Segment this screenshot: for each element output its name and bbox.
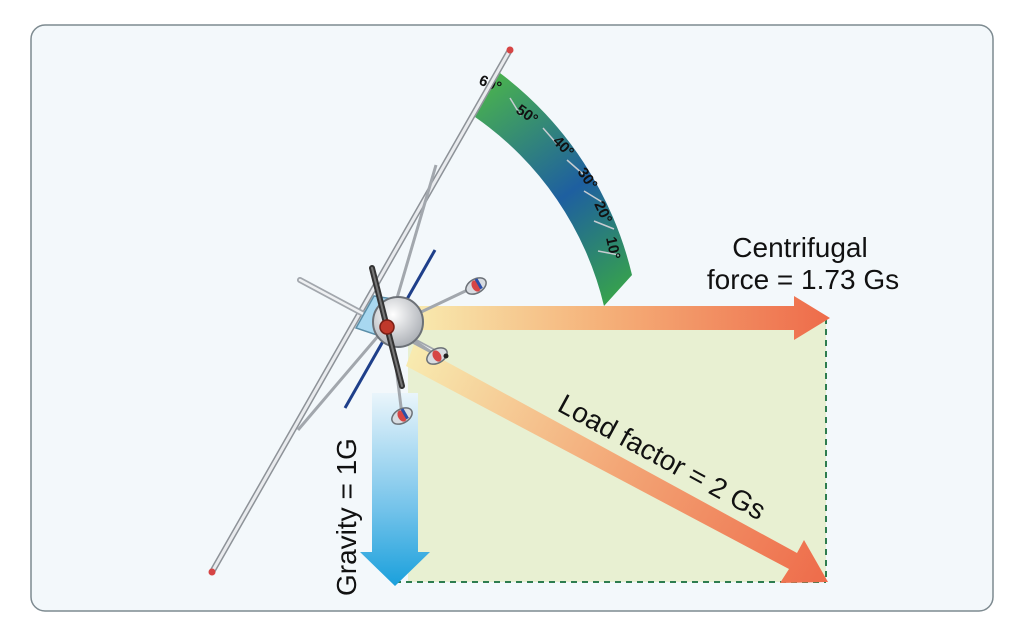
centrifugal-vector (410, 296, 830, 340)
bank-tick-40 (566, 159, 584, 175)
wingtip-light-right (506, 46, 514, 54)
bank-label-10: 10° (602, 235, 623, 261)
bank-tick-50 (542, 127, 558, 145)
bank-tick-20 (593, 220, 615, 230)
wingtip-light-left (208, 568, 216, 576)
bank-tick-10 (597, 250, 620, 256)
centrifugal-force-arrow (410, 296, 830, 340)
wheel-left (391, 407, 413, 425)
load-factor-arrow (406, 344, 828, 583)
wheel-nose (426, 347, 449, 365)
airplane-front-view (208, 46, 514, 576)
bank-tick-60 (509, 97, 522, 117)
wheel-right (465, 277, 487, 295)
bank-angle-scale: 60° 50° 40° 30° 20° 10° (475, 72, 632, 306)
wing-strut-upper (388, 164, 438, 323)
load-factor-vector (406, 344, 828, 583)
gravity-arrow (360, 393, 430, 586)
bank-angle-arc (475, 73, 632, 306)
bank-tick-30 (583, 190, 603, 203)
wing-strut-lower (296, 321, 392, 431)
centrifugal-force-label-line2: force = 1.73 Gs (707, 264, 899, 295)
gravity-vector (360, 393, 430, 586)
centrifugal-force-label-line1: Centrifugal (732, 232, 867, 263)
gravity-label: Gravity = 1G (331, 438, 362, 596)
propeller-spinner (379, 319, 395, 335)
